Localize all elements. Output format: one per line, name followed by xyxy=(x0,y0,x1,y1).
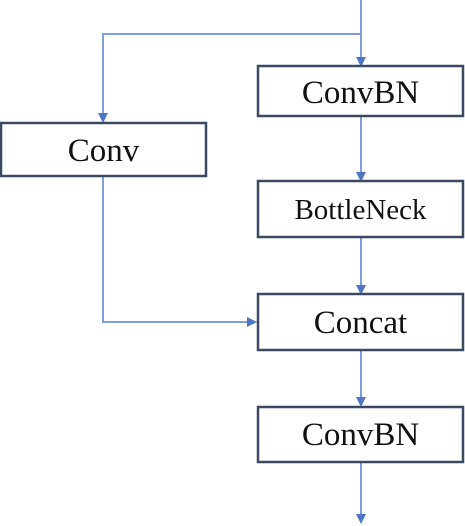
node-convbn-top: ConvBN xyxy=(256,64,465,118)
node-convbn-top-label: ConvBN xyxy=(302,75,420,111)
node-concat-label: Concat xyxy=(314,305,407,341)
node-concat: Concat xyxy=(256,292,465,352)
node-convbn-bottom: ConvBN xyxy=(256,405,465,464)
edge-conv-to-concat xyxy=(102,176,257,327)
node-bottleneck: BottleNeck xyxy=(256,179,465,239)
node-conv-label: Conv xyxy=(68,133,140,169)
node-convbn-bottom-label: ConvBN xyxy=(302,417,420,453)
edges xyxy=(98,0,366,524)
node-conv: Conv xyxy=(0,121,208,178)
edge-split-to-conv xyxy=(98,33,361,123)
node-bottleneck-label: BottleNeck xyxy=(294,194,427,226)
